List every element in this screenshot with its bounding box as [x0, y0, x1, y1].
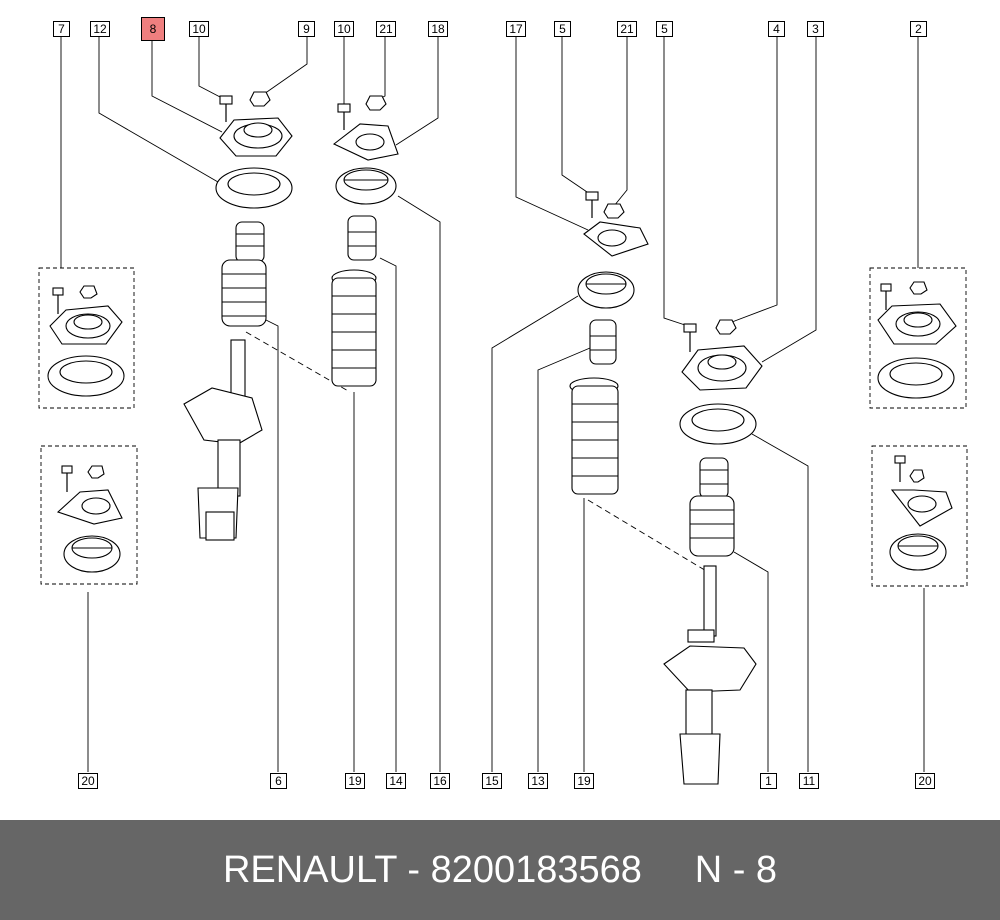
callout-12: 12 — [90, 21, 110, 37]
mid-right-stack — [569, 191, 649, 495]
callout-11: 11 — [799, 773, 819, 789]
callout-21-mid: 21 — [376, 21, 396, 37]
callout-19-right: 19 — [574, 773, 594, 789]
alignment-dash-lines — [245, 331, 709, 573]
footer-bar: RENAULT - 8200183568 N - 8 — [0, 820, 1000, 920]
leader-lines — [60, 37, 925, 772]
footer-part-title: RENAULT - 8200183568 N - 8 — [222, 849, 778, 891]
parts-diagram: 7 12 8 10 9 10 21 18 17 5 21 5 4 3 2 20 … — [38, 17, 968, 789]
callout-15: 15 — [482, 773, 502, 789]
callout-10-mid: 10 — [334, 21, 354, 37]
right-strut-stack — [663, 319, 763, 785]
callout-20-left: 20 — [78, 773, 98, 789]
left-variant-box-lower — [40, 445, 138, 585]
left-strut-stack — [183, 91, 293, 541]
callout-1: 1 — [760, 773, 777, 789]
callout-13: 13 — [528, 773, 548, 789]
callout-16: 16 — [430, 773, 450, 789]
right-variant-box-lower — [871, 445, 968, 587]
callout-19-mid: 19 — [345, 773, 365, 789]
callout-6: 6 — [270, 773, 287, 789]
callout-14: 14 — [386, 773, 406, 789]
callout-4: 4 — [768, 21, 785, 37]
callout-18: 18 — [428, 21, 448, 37]
callout-10-left: 10 — [189, 21, 209, 37]
right-variant-box-upper — [869, 267, 967, 409]
callout-5-b: 5 — [656, 21, 673, 37]
exploded-strut-drawing — [38, 37, 968, 785]
callout-2: 2 — [910, 21, 927, 37]
left-variant-box-upper — [38, 267, 135, 409]
callout-9: 9 — [298, 21, 315, 37]
callout-17: 17 — [506, 21, 526, 37]
callout-7: 7 — [53, 21, 70, 37]
callout-21-b: 21 — [617, 21, 637, 37]
mid-left-stack — [331, 95, 399, 387]
callout-3: 3 — [807, 21, 824, 37]
callout-8-highlighted: 8 — [141, 17, 165, 41]
callout-5-a: 5 — [554, 21, 571, 37]
callout-20-right: 20 — [915, 773, 935, 789]
